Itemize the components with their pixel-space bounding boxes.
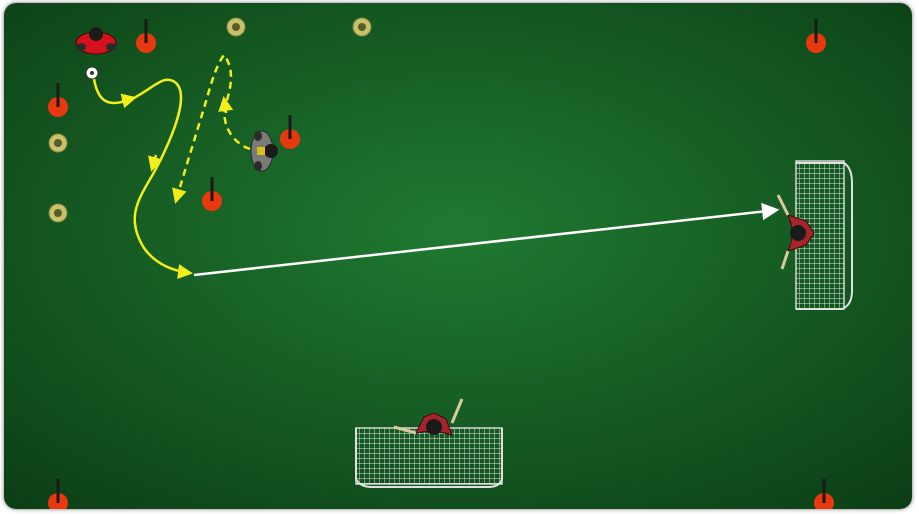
disc-marker	[227, 18, 245, 36]
disc-marker	[49, 134, 67, 152]
goal-bottom	[356, 428, 502, 487]
goal-net-icon	[356, 428, 502, 484]
disc-marker	[353, 18, 371, 36]
disc-center	[54, 139, 62, 147]
disc-center	[232, 23, 240, 31]
disc-marker	[49, 204, 67, 222]
disc-center	[54, 209, 62, 217]
diagram-frame	[4, 3, 912, 509]
ball	[86, 67, 98, 79]
disc-center	[358, 23, 366, 31]
pitch-diagram	[4, 3, 912, 509]
